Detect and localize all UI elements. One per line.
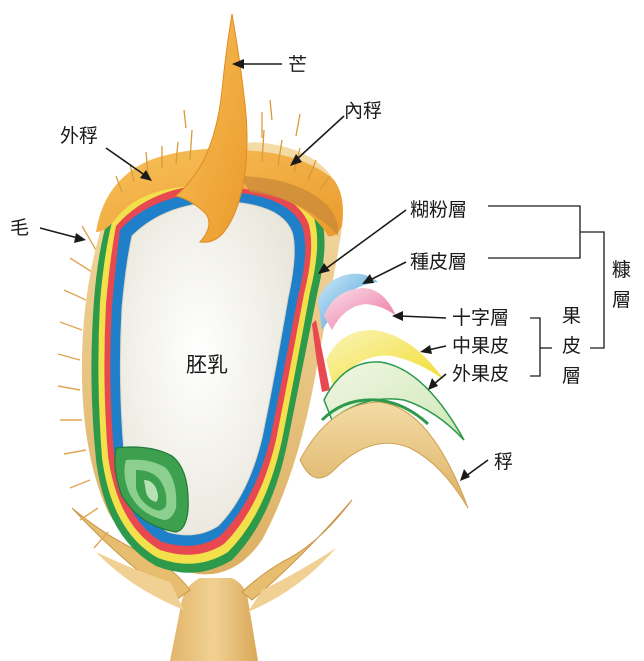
- label-cross-cell-layer: 十字層: [452, 307, 509, 329]
- label-hair: 毛: [10, 217, 29, 239]
- label-lemma: 外稃: [60, 125, 98, 147]
- label-hull: 稃: [494, 451, 513, 473]
- label-epicarp: 外果皮: [452, 363, 509, 385]
- label-bran-char-2: 層: [612, 289, 631, 311]
- label-endosperm: 胚乳: [186, 353, 228, 377]
- label-seed-coat: 種皮層: [410, 251, 467, 273]
- label-pericarp-char-2: 皮: [562, 335, 581, 357]
- label-mesocarp: 中果皮: [452, 335, 509, 357]
- label-awn: 芒: [288, 54, 307, 76]
- label-bran-char-1: 糠: [612, 258, 631, 281]
- label-pericarp-char-1: 果: [562, 305, 581, 327]
- label-palea: 內稃: [344, 100, 382, 122]
- label-pericarp-char-3: 層: [562, 365, 581, 387]
- label-aleurone-layer: 糊粉層: [410, 199, 467, 221]
